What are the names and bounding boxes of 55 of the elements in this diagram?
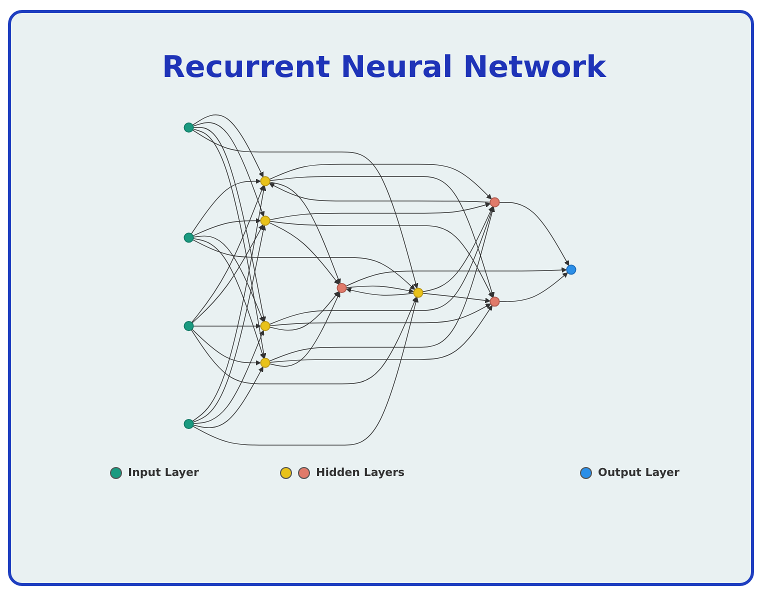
legend-label: Output Layer <box>598 466 680 479</box>
node-circle <box>336 282 347 294</box>
legend-label: Hidden Layers <box>316 466 405 479</box>
arrow <box>269 222 340 285</box>
node-circle <box>184 232 194 243</box>
node-circle <box>260 321 270 332</box>
arrow <box>192 218 261 236</box>
arrow <box>269 220 493 298</box>
arrow <box>193 330 264 424</box>
node-circle <box>490 197 500 208</box>
arrow <box>192 366 264 428</box>
arrow <box>269 206 495 362</box>
arrow <box>498 272 568 302</box>
arrow <box>346 286 414 294</box>
node-circle <box>260 358 270 368</box>
node-circle <box>184 122 194 133</box>
arrow <box>192 296 419 446</box>
arrow <box>192 186 266 422</box>
arrow <box>192 238 265 359</box>
node-circle <box>260 176 270 186</box>
arrow <box>192 114 264 178</box>
arrow <box>346 267 567 286</box>
node-circle <box>490 296 500 307</box>
arrow <box>346 288 414 296</box>
arrow <box>192 239 416 290</box>
node-circle <box>413 288 424 298</box>
arrow <box>269 292 340 367</box>
arrow <box>192 128 266 359</box>
arrow <box>191 185 264 323</box>
node-circle <box>566 264 576 275</box>
arrow <box>191 178 261 234</box>
arrow <box>269 202 491 220</box>
arrow <box>269 304 491 326</box>
arrow <box>193 127 266 322</box>
title: Recurrent Neural Network <box>162 50 606 85</box>
arrow <box>422 292 490 304</box>
arrow <box>193 323 261 329</box>
arrow <box>422 206 494 292</box>
arrow <box>269 176 495 298</box>
arrow <box>498 202 570 266</box>
arrow <box>269 182 341 284</box>
arrow <box>192 224 266 423</box>
node-circle <box>184 321 194 332</box>
arrow <box>269 164 492 200</box>
arrow <box>269 291 340 331</box>
node-circle <box>184 418 194 430</box>
arrow <box>190 296 418 384</box>
legend-label: Input Layer <box>128 466 199 479</box>
arrow <box>192 122 265 217</box>
node-circle <box>260 216 270 226</box>
arrow <box>192 130 418 289</box>
arrow <box>192 328 261 366</box>
arrow <box>269 305 492 363</box>
arrow <box>269 206 494 325</box>
arrow <box>269 183 490 203</box>
